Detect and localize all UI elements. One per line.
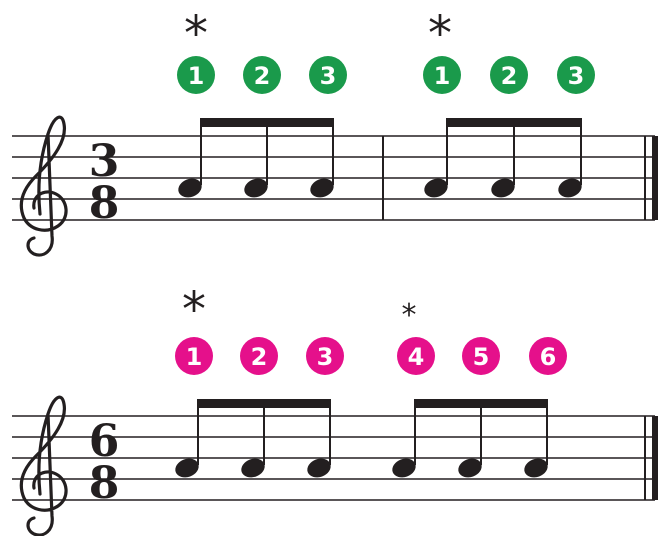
note-head <box>178 178 202 198</box>
note-beam <box>414 399 548 408</box>
treble-clef-icon <box>19 395 68 536</box>
final-barline-thick <box>652 416 658 500</box>
beat-circle <box>462 337 500 375</box>
treble-clef-icon <box>19 115 68 257</box>
beat-number: 5 <box>473 343 490 371</box>
beat-group: * 1 2 3 <box>175 282 344 478</box>
beat-circle <box>306 337 344 375</box>
note-beam <box>197 399 331 408</box>
beat-circle <box>177 56 215 94</box>
time-signature-top: 3 <box>89 136 120 187</box>
beat-number: 3 <box>568 62 585 90</box>
beat-number: 4 <box>408 343 425 371</box>
time-signature-bottom: 8 <box>89 178 120 229</box>
note-head <box>175 458 199 478</box>
beamed-eighth-notes <box>424 118 582 198</box>
beat-badge: 3 <box>309 56 347 94</box>
note-head <box>458 458 482 478</box>
beat-group: * 4 5 6 <box>392 298 567 478</box>
beat-badge: 4 <box>397 337 435 375</box>
system-2: 6 8 * 1 2 3 <box>12 282 658 536</box>
time-signature-bottom: 8 <box>89 458 120 509</box>
beat-circle <box>240 337 278 375</box>
beat-circle <box>490 56 528 94</box>
beat-circle <box>423 56 461 94</box>
beat-circle <box>529 337 567 375</box>
beat-number: 1 <box>434 62 451 90</box>
note-head <box>310 178 334 198</box>
beat-group: * 1 2 3 <box>177 6 347 198</box>
beat-number: 2 <box>501 62 518 90</box>
note-head <box>244 178 268 198</box>
beat-number: 3 <box>320 62 337 90</box>
beamed-eighth-notes <box>175 399 331 478</box>
beat-number: 2 <box>251 343 268 371</box>
beamed-eighth-notes <box>392 399 548 478</box>
beat-number: 1 <box>186 343 203 371</box>
beamed-eighth-notes <box>178 118 334 198</box>
system-1: 3 8 * 1 2 3 <box>12 6 658 257</box>
beat-badge: 2 <box>240 337 278 375</box>
beat-number: 1 <box>188 62 205 90</box>
accent-mark: * <box>402 298 417 333</box>
note-head <box>424 178 448 198</box>
beat-badge: 1 <box>175 337 213 375</box>
beat-group: * 1 2 3 <box>423 6 595 198</box>
accent-mark: * <box>428 6 452 62</box>
time-signature-top: 6 <box>89 416 120 467</box>
beat-badge: 6 <box>529 337 567 375</box>
beat-badge: 3 <box>306 337 344 375</box>
beat-badge: 5 <box>462 337 500 375</box>
beat-circle <box>309 56 347 94</box>
accent-mark: * <box>184 6 208 62</box>
beat-circle <box>557 56 595 94</box>
note-head <box>524 458 548 478</box>
beat-circle <box>243 56 281 94</box>
note-head <box>241 458 265 478</box>
final-barline-thick <box>652 136 658 220</box>
beat-badge: 1 <box>423 56 461 94</box>
beat-badge: 3 <box>557 56 595 94</box>
note-beam <box>200 118 334 127</box>
beat-number: 6 <box>540 343 557 371</box>
beat-badge: 2 <box>243 56 281 94</box>
beat-number: 2 <box>254 62 271 90</box>
beat-number: 3 <box>317 343 334 371</box>
beat-circle <box>397 337 435 375</box>
note-head <box>558 178 582 198</box>
beat-badge: 2 <box>490 56 528 94</box>
note-beam <box>446 118 582 127</box>
note-head <box>392 458 416 478</box>
note-head <box>307 458 331 478</box>
note-head <box>491 178 515 198</box>
accent-mark: * <box>182 282 206 338</box>
beat-badge: 1 <box>177 56 215 94</box>
beat-circle <box>175 337 213 375</box>
